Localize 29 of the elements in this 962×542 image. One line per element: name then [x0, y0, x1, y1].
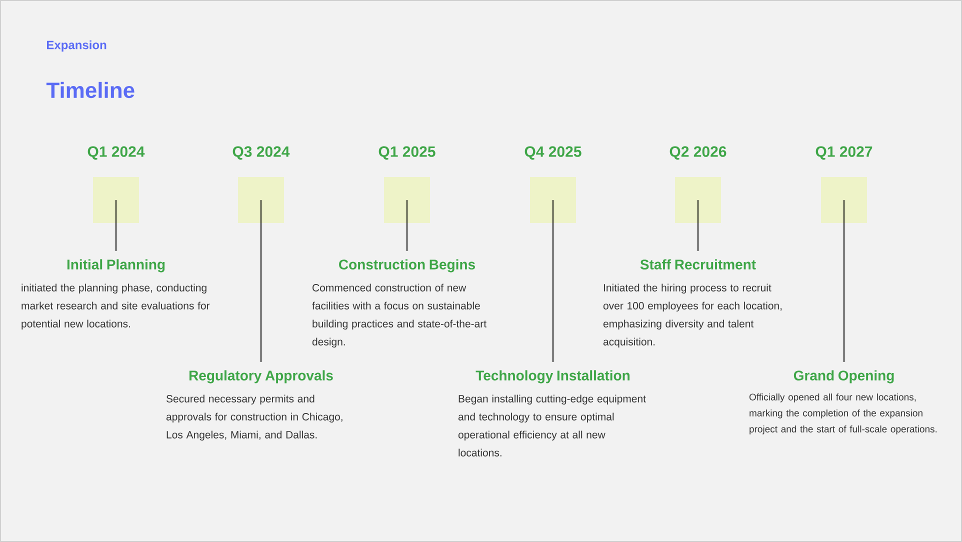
- square-marker: [530, 177, 576, 223]
- connector-line: [552, 200, 554, 362]
- quarter-label: Q3 2024: [232, 146, 290, 160]
- quarter-label: Q2 2026: [670, 146, 726, 160]
- section-label: Expansion: [47, 40, 106, 52]
- milestone-title: Grand Opening: [794, 370, 894, 384]
- milestone-description: initiated the planning phase, conducting market research and site evaluations for potential new locations.: [22, 284, 210, 330]
- milestone-title: Regulatory Approvals: [189, 370, 333, 384]
- square-marker: [238, 177, 284, 223]
- title: Timeline: [46, 82, 134, 98]
- milestone-description: Began installing cutting-edge equipment and technology to ensure optimal operational efficiency at all new locations.: [458, 394, 646, 456]
- milestone-title: Staff Recruitment: [640, 259, 756, 270]
- milestone-description: Initiated the hiring process to recruit over 100 employees for each location, emphasizing diversity and talent acquisition.: [603, 284, 782, 348]
- milestone-title: Construction Begins: [339, 259, 475, 272]
- square-marker: [821, 177, 867, 223]
- square-marker: [93, 177, 139, 223]
- milestone-title: Technology Installation: [476, 370, 630, 384]
- quarter-label: Q1 2025: [378, 146, 436, 160]
- quarter-label: Q1 2027: [816, 146, 872, 160]
- milestone-description: Commenced construction of new facilities with a focus on sustainable building practices and state-of-the-art design.: [312, 284, 486, 348]
- milestone-description: Secured necessary permits and approvals for construction in Chicago, Los Angeles, Miami, and Dallas.: [166, 394, 342, 441]
- connector-line: [260, 200, 262, 362]
- milestone-description: Officially opened all four new locations, marking the completion of the expansion project and the start of full-scale operations.: [749, 393, 937, 434]
- connector-line: [406, 200, 408, 252]
- square-marker: [384, 177, 430, 223]
- milestone-title: Initial Planning: [67, 259, 165, 272]
- square-marker: [675, 177, 721, 223]
- quarter-label: Q1 2024: [88, 146, 145, 160]
- quarter-label: Q4 2025: [524, 146, 582, 160]
